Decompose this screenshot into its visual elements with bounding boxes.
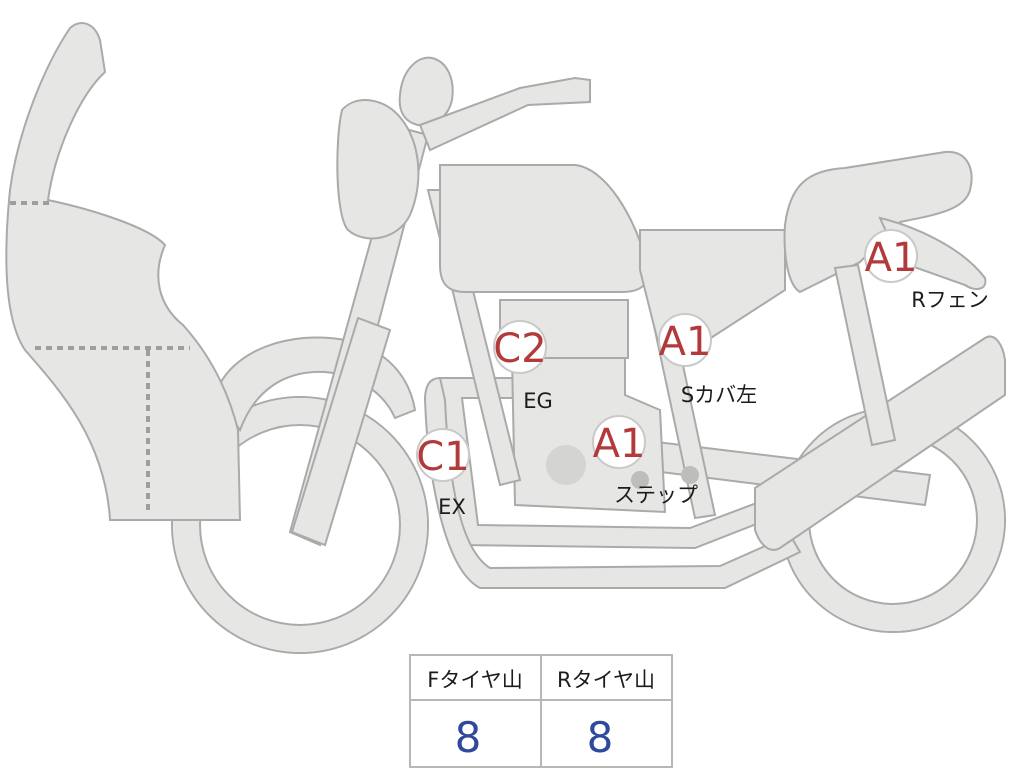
engine-cover — [546, 445, 586, 485]
damage-badge-step: A1 ステップ — [592, 415, 698, 507]
damage-grade-side-cover-left: A1 — [659, 319, 712, 365]
handlebar — [418, 76, 591, 152]
front-fairing — [5, 22, 242, 521]
damage-label-side-cover-left: Sカバ左 — [681, 383, 757, 407]
tire-tread-table: Fタイヤ山 Rタイヤ山 8 8 — [409, 654, 673, 768]
damage-label-ex: EX — [438, 495, 466, 519]
fork-lower — [290, 316, 392, 547]
damage-label-step: ステップ — [614, 483, 698, 507]
front-tire-value: 8 — [455, 713, 482, 762]
rear-tire-value: 8 — [587, 713, 614, 762]
seat — [783, 150, 973, 294]
damage-grade-ex: C1 — [416, 434, 469, 480]
damage-grade-eg: C2 — [493, 326, 546, 372]
rear-tire-header: Rタイヤ山 — [557, 668, 655, 692]
exhaust-pipe-lower — [423, 376, 802, 589]
mirror — [398, 56, 454, 127]
rear-strut — [833, 263, 897, 447]
footpeg-right — [681, 466, 699, 484]
headlight — [336, 99, 420, 240]
fuel-tank — [439, 164, 650, 293]
damage-badge-ex: C1 EX — [416, 428, 470, 519]
footpeg-left — [631, 471, 649, 489]
front-wheel — [171, 396, 429, 654]
damage-badge-eg: C2 EG — [493, 320, 553, 413]
damage-label-eg: EG — [523, 389, 553, 413]
damage-label-rear-fender: Rフェン — [911, 288, 989, 312]
damage-grade-rear-fender: A1 — [865, 235, 918, 281]
damage-badge-side-cover-left: A1 Sカバ左 — [658, 313, 757, 407]
damage-grade-step: A1 — [593, 421, 646, 467]
front-tire-header: Fタイヤ山 — [427, 668, 522, 692]
damage-badge-rear-fender: A1 Rフェン — [864, 229, 989, 312]
